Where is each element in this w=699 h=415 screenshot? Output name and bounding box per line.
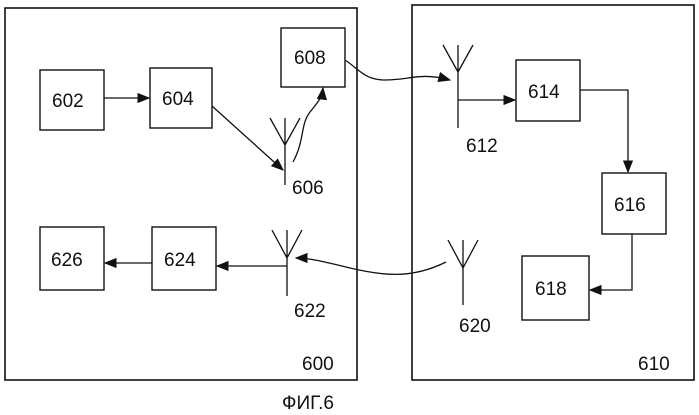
arrow-604-606 bbox=[212, 106, 283, 170]
block-624-label: 624 bbox=[164, 250, 196, 271]
arrow-616-618 bbox=[590, 234, 632, 290]
block-608: 608 bbox=[281, 28, 345, 87]
arrow-606-608 bbox=[293, 88, 323, 162]
antenna-620-icon: 620 bbox=[448, 240, 491, 337]
block-616-label: 616 bbox=[614, 195, 646, 216]
antenna-620-label: 620 bbox=[459, 316, 491, 337]
antenna-622-label: 622 bbox=[294, 301, 326, 322]
antenna-606-label: 606 bbox=[292, 178, 324, 199]
block-614: 614 bbox=[516, 60, 580, 121]
figure-caption: ФИГ.6 bbox=[282, 393, 334, 414]
block-614-label: 614 bbox=[528, 82, 560, 103]
block-626: 626 bbox=[40, 227, 104, 290]
arrow-620-622 bbox=[296, 258, 446, 274]
block-616: 616 bbox=[602, 173, 666, 234]
antenna-612-label: 612 bbox=[466, 136, 498, 157]
block-602-label: 602 bbox=[52, 91, 84, 112]
antenna-612-icon: 612 bbox=[443, 45, 498, 157]
antenna-606-icon: 606 bbox=[270, 118, 324, 199]
device-600-label: 600 bbox=[302, 354, 334, 375]
block-624: 624 bbox=[152, 227, 216, 290]
block-608-label: 608 bbox=[294, 48, 326, 69]
arrow-614-616 bbox=[580, 90, 628, 172]
block-618-label: 618 bbox=[535, 279, 567, 300]
antenna-622-icon: 622 bbox=[272, 230, 326, 322]
arrow-608-612 bbox=[345, 60, 450, 80]
block-602: 602 bbox=[40, 70, 104, 130]
block-604-label: 604 bbox=[162, 89, 194, 110]
block-604: 604 bbox=[150, 68, 212, 128]
block-626-label: 626 bbox=[51, 250, 83, 271]
device-610-label: 610 bbox=[638, 354, 670, 375]
block-618: 618 bbox=[522, 256, 589, 320]
